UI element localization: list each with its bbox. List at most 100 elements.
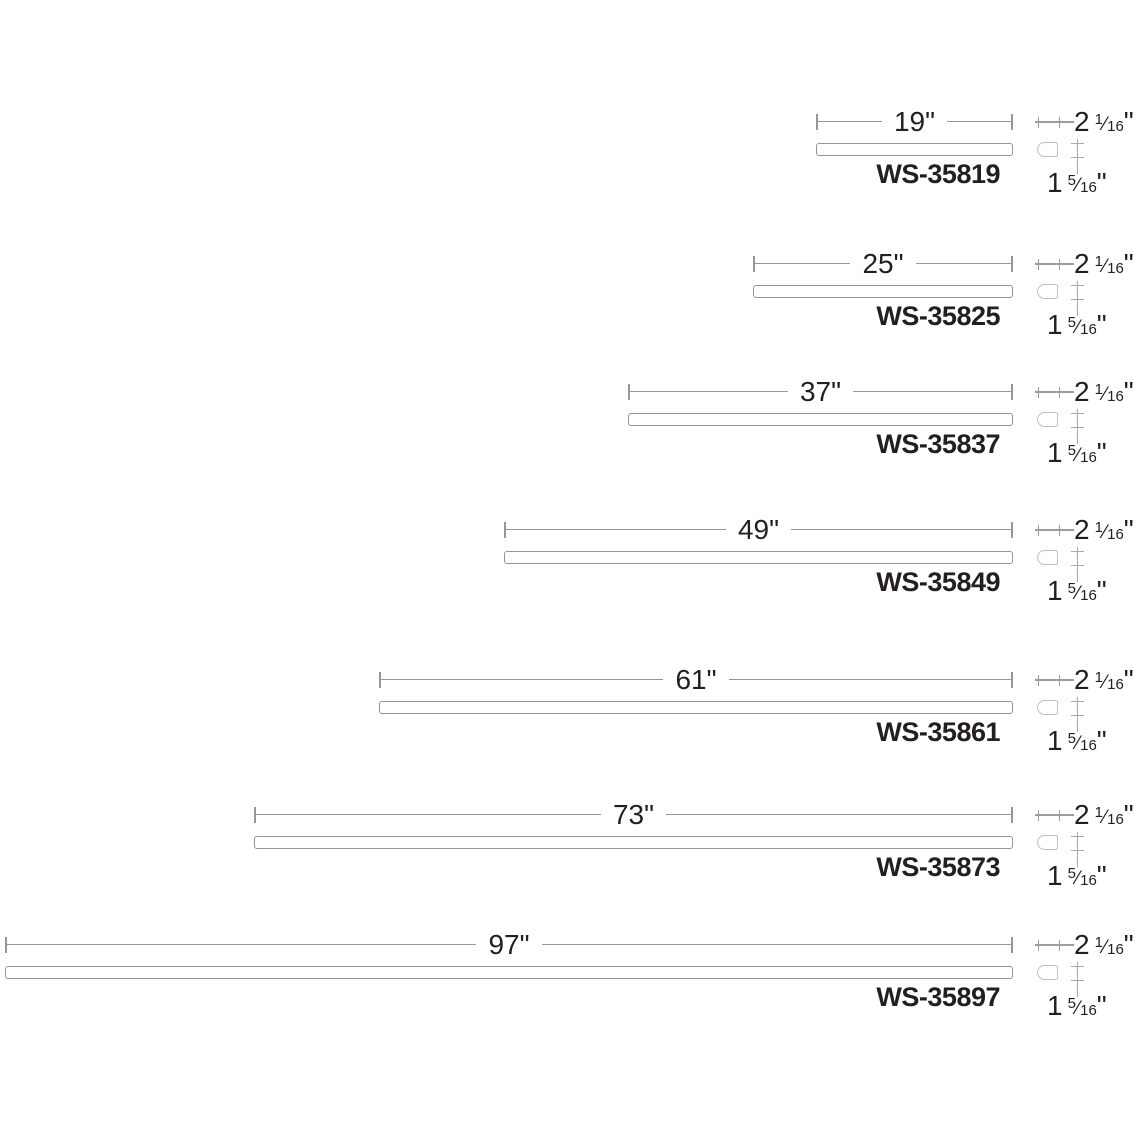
fixture-profile-shape	[1037, 412, 1058, 427]
width-fraction-denominator: 16	[1107, 811, 1124, 828]
length-dimension: 73"	[254, 799, 1013, 831]
width-unit: "	[1123, 514, 1134, 545]
fixture-profile-shape	[1037, 700, 1058, 715]
height-whole: 1	[1047, 309, 1063, 340]
width-dimension-line	[1035, 814, 1074, 816]
fixture-profile-shape	[1037, 284, 1058, 299]
width-fraction: 1⁄16	[1095, 664, 1124, 695]
width-unit: "	[1123, 799, 1134, 830]
width-fraction-numerator: 1	[1094, 804, 1103, 821]
height-fraction-denominator: 16	[1080, 1002, 1097, 1019]
length-label: 61"	[663, 664, 729, 696]
width-fraction-numerator: 1	[1094, 669, 1103, 686]
fixture-bar	[504, 551, 1013, 564]
width-fraction-numerator: 1	[1094, 519, 1103, 536]
model-label: WS-35819	[876, 159, 1000, 189]
width-whole: 2	[1074, 514, 1090, 545]
dimension-tick-left	[254, 807, 256, 823]
height-whole: 1	[1047, 167, 1063, 198]
width-unit: "	[1123, 106, 1134, 137]
height-fraction: 5⁄16	[1068, 309, 1097, 340]
width-fraction: 1⁄16	[1095, 929, 1124, 960]
height-fraction-numerator: 5	[1067, 865, 1076, 882]
height-fraction-numerator: 5	[1067, 580, 1076, 597]
fixture-profile-shape	[1037, 835, 1058, 850]
width-tick-left	[1038, 809, 1040, 821]
length-label: 37"	[787, 376, 854, 408]
width-tick-right	[1059, 258, 1061, 270]
height-fraction: 5⁄16	[1068, 167, 1097, 198]
width-fraction-numerator: 1	[1094, 111, 1103, 128]
length-label: 25"	[850, 248, 916, 280]
height-tick-top	[1071, 700, 1084, 702]
height-unit: "	[1096, 725, 1107, 756]
width-fraction-denominator: 16	[1107, 118, 1124, 135]
length-dimension: 61"	[379, 664, 1013, 696]
width-whole: 2	[1074, 664, 1090, 695]
length-dimension: 37"	[628, 376, 1013, 408]
height-unit: "	[1096, 990, 1107, 1021]
height-fraction-denominator: 16	[1080, 587, 1097, 604]
fixture-profile-shape	[1037, 550, 1058, 565]
fraction-slash: ⁄	[1076, 733, 1080, 754]
width-tick-right	[1059, 674, 1061, 686]
length-label: 19"	[881, 106, 948, 138]
height-unit: "	[1096, 309, 1107, 340]
dimension-tick-right	[1011, 672, 1013, 688]
height-fraction-numerator: 5	[1067, 442, 1076, 459]
height-fraction-denominator: 16	[1080, 321, 1097, 338]
dimension-tick-right	[1011, 256, 1013, 272]
fraction-slash: ⁄	[1103, 522, 1107, 543]
dimension-tick-left	[379, 672, 381, 688]
width-whole: 2	[1074, 248, 1090, 279]
width-dimension-line	[1035, 529, 1074, 531]
fraction-slash: ⁄	[1103, 672, 1107, 693]
fixture-bar	[816, 143, 1013, 156]
width-tick-left	[1038, 674, 1040, 686]
height-tick-top	[1071, 142, 1084, 144]
width-fraction: 1⁄16	[1095, 799, 1124, 830]
dimension-tick-left	[753, 256, 755, 272]
width-fraction-denominator: 16	[1107, 941, 1124, 958]
height-unit: "	[1096, 575, 1107, 606]
width-dimension-line	[1035, 391, 1074, 393]
model-label: WS-35873	[876, 852, 1000, 882]
fraction-slash: ⁄	[1076, 998, 1080, 1019]
dimension-tick-left	[816, 114, 818, 130]
fraction-slash: ⁄	[1103, 256, 1107, 277]
height-fraction: 5⁄16	[1068, 437, 1097, 468]
length-label: 49"	[725, 514, 792, 546]
fixture-profile-shape	[1037, 142, 1058, 157]
fixture-bar	[5, 966, 1013, 979]
height-tick-bottom	[1071, 298, 1084, 300]
length-dimension: 25"	[753, 248, 1013, 280]
length-dimension: 97"	[5, 929, 1013, 961]
width-tick-left	[1038, 524, 1040, 536]
height-tick-bottom	[1071, 714, 1084, 716]
width-tick-left	[1038, 386, 1040, 398]
fixture-bar	[254, 836, 1013, 849]
length-label: 97"	[476, 929, 542, 961]
width-tick-left	[1038, 939, 1040, 951]
height-unit: "	[1096, 437, 1107, 468]
width-fraction: 1⁄16	[1095, 248, 1124, 279]
model-label: WS-35837	[876, 429, 1000, 459]
width-tick-left	[1038, 258, 1040, 270]
dimension-tick-right	[1011, 522, 1013, 538]
width-tick-right	[1059, 524, 1061, 536]
length-label: 73"	[600, 799, 667, 831]
fraction-slash: ⁄	[1076, 583, 1080, 604]
model-label: WS-35825	[876, 301, 1000, 331]
